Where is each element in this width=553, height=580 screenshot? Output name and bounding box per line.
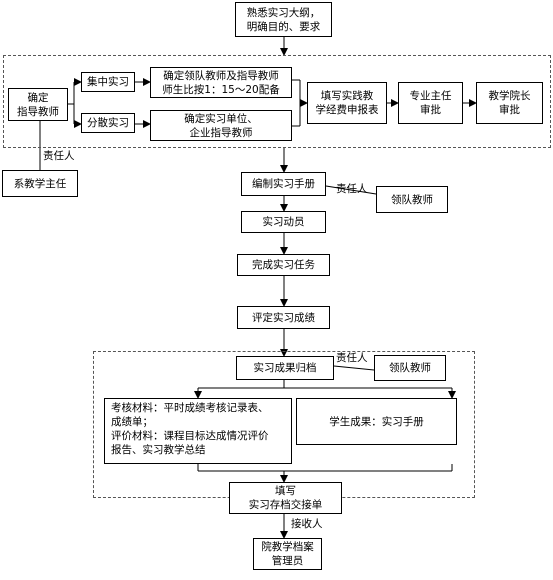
node-complete-task: 完成实习任务 [237,254,330,276]
node-mobilization: 实习动员 [241,211,326,233]
node-centralized-internship: 集中实习 [81,72,135,92]
label-responsible-person-2: 责任人 [336,183,368,195]
node-student-results: 学生成果：实习手册 [296,398,457,445]
label-responsible-person-3: 责任人 [336,352,368,364]
node-dispersed-detail: 确定实习单位、 企业指导教师 [150,110,292,141]
label-receiver: 接收人 [291,518,323,530]
node-evaluate-grade: 评定实习成绩 [237,306,330,329]
node-lead-teacher-1: 领队教师 [376,186,448,213]
node-archive-manager: 院教学档案 管理员 [253,538,322,570]
node-fill-funding-form: 填写实践教 学经费申报表 [307,82,387,124]
node-assessment-materials: 考核材料：平时成绩考核记录表、 成绩单； 评价材料：课程目标达成情况评价 报告、… [104,398,292,464]
node-lead-teacher-2: 领队教师 [374,355,446,381]
node-dean-approval: 教学院长 审批 [476,82,543,124]
node-determine-teacher: 确定 指导教师 [8,88,68,121]
node-fill-handover-form: 填写 实习存档交接单 [229,482,342,514]
node-archive-results: 实习成果归档 [236,356,334,380]
node-dept-teaching-director: 系教学主任 [2,170,78,197]
label-responsible-person-1: 责任人 [43,150,75,162]
node-major-director-approval: 专业主任 审批 [398,82,463,124]
process-group-region-top [3,55,551,148]
node-familiarize-syllabus: 熟悉实习大纲， 明确目的、要求 [235,2,332,37]
node-centralized-detail: 确定领队教师及指导教师 师生比按1：15～20配备 [150,67,292,98]
node-compile-manual: 编制实习手册 [241,172,326,196]
node-dispersed-internship: 分散实习 [81,113,135,133]
